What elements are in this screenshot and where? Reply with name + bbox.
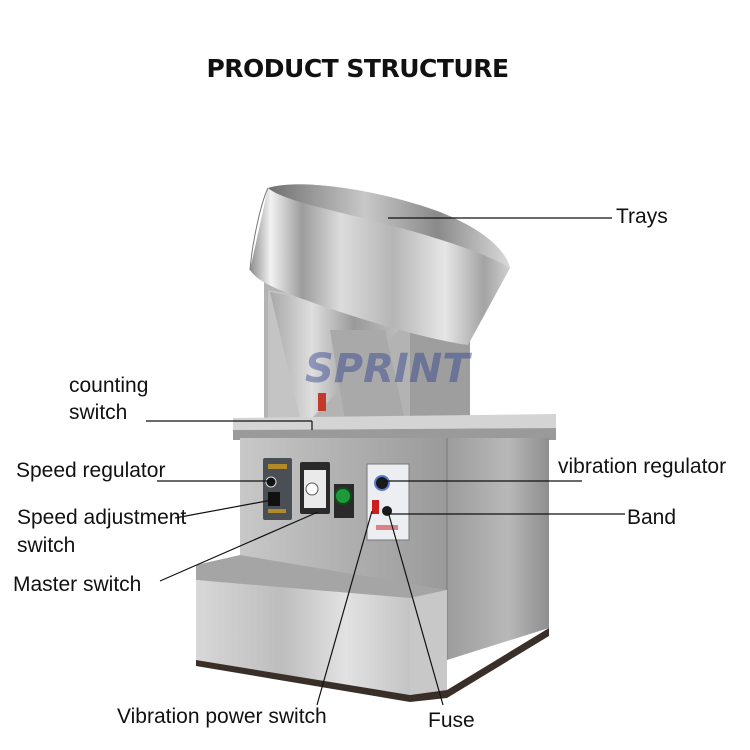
label-band: Band [627,506,677,529]
label-speed-adjustment-line2: switch [17,534,76,557]
timer-relay-module [300,462,330,514]
page-title: PRODUCT STRUCTURE [206,54,509,83]
label-counting-switch-line1: counting [69,374,149,397]
leader-fuse [388,514,444,706]
label-speed-regulator: Speed regulator [16,459,166,482]
label-master-switch: Master switch [13,573,142,596]
vibration-regulator-knob [374,475,390,491]
master-switch [334,484,354,518]
leader-speed-adjustment [174,499,273,519]
vibration-control-panel [366,463,410,541]
speed-regulator-module [263,458,292,520]
speed-regulator-knob [265,476,277,488]
leader-lines [146,217,625,706]
vibration-power-switch [372,500,379,514]
counting-switch-red-lever [318,393,326,411]
leader-master-switch [159,511,319,582]
label-counting-switch-line2: switch [69,401,128,424]
watermark-logo: SPRINT [305,346,472,392]
label-vibration-power-switch: Vibration power switch [117,705,327,728]
label-trays: Trays [616,205,668,228]
leader-vibration-power-switch [316,510,373,706]
label-vibration-regulator: vibration regulator [558,455,727,478]
tray-bowl [249,184,510,345]
label-speed-adjustment-line1: Speed adjustment [17,506,187,529]
feed-chute [270,292,410,420]
top-plate [233,414,556,440]
collection-tray [196,555,549,702]
label-fuse: Fuse [428,709,475,732]
speed-adjustment-switch [268,492,280,506]
